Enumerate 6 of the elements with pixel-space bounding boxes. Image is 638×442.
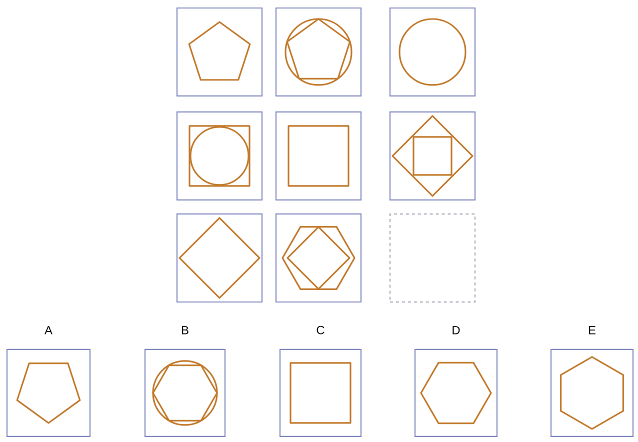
option-letter: C	[316, 326, 324, 334]
option-letter: A	[44, 326, 52, 334]
empty-box	[390, 213, 476, 302]
option-letter: D	[452, 326, 460, 334]
option-letter: E	[589, 326, 596, 334]
option-letter: B	[182, 326, 188, 334]
